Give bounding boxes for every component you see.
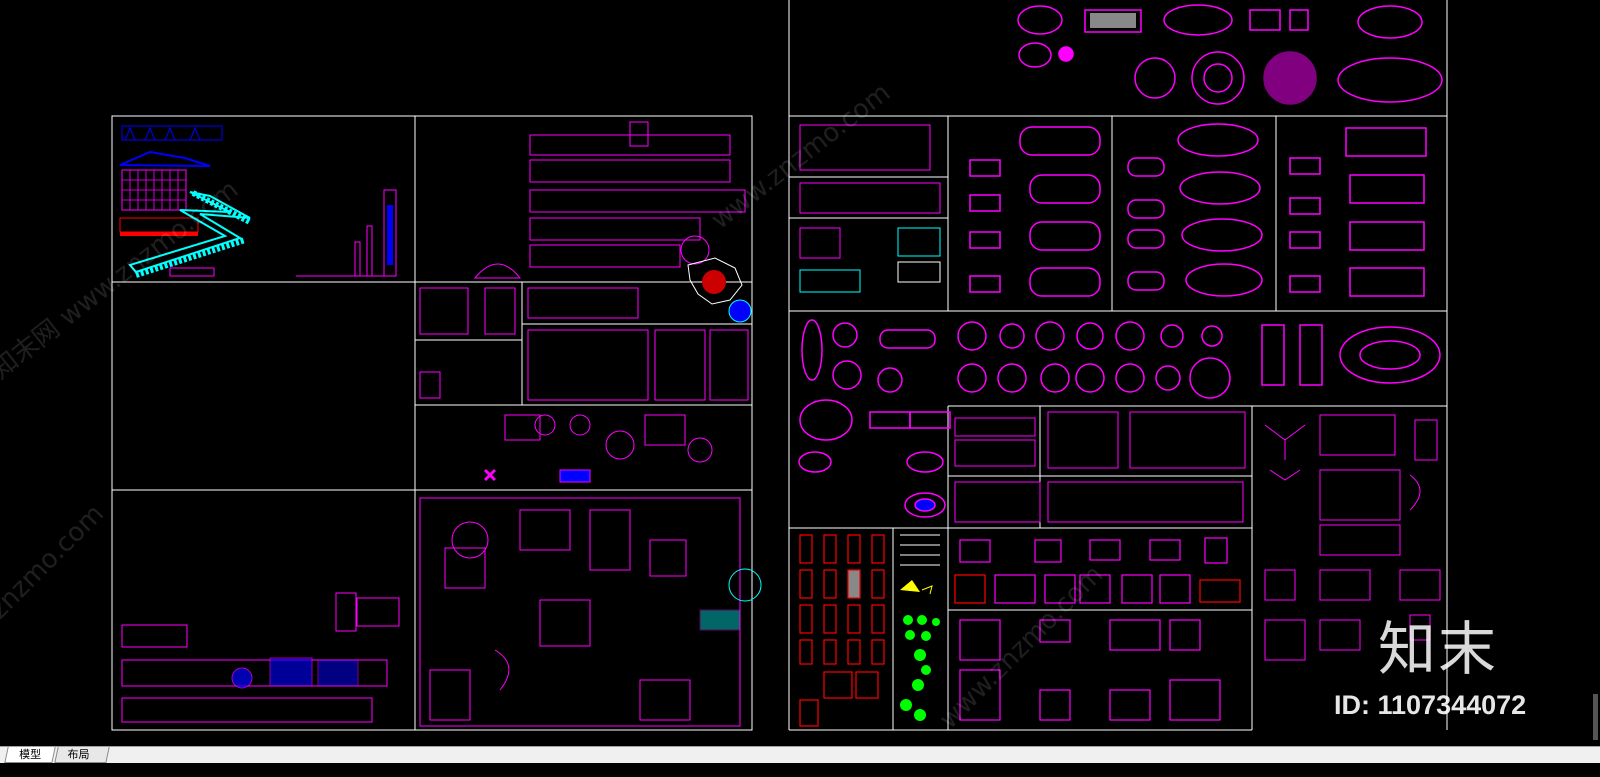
cad-model-space[interactable]: 知末网 www.znzmo.com znzmo.com www.znzmo.co… [0,0,1600,746]
tab-model-label: 模型 [19,748,42,761]
map-graphic [687,257,752,323]
door-blocks [799,534,885,727]
tab-model[interactable]: 模型 [4,747,56,763]
block-library-middle [419,287,749,483]
brand-text: 知末 [1378,615,1499,683]
dining-sets-top [1017,4,1443,105]
conference-tables [969,123,1427,297]
facade-details [119,125,397,278]
side-details [799,124,941,293]
left-sheet-frame [111,115,753,731]
block-library-top [473,121,746,279]
asset-id-label: ID: 1107344072 [1334,690,1527,720]
round-tables-band [798,319,1441,518]
block-library-lower-left [121,592,400,723]
vertical-scrollbar[interactable] [1593,694,1598,740]
brand-logo: 知末 [1378,616,1508,682]
right-sheet-frame [788,0,1448,731]
tab-layout1[interactable]: 布局1 [54,747,110,776]
tab-layout1-label: 布局1 [67,748,90,776]
lounge-chair-blocks [954,537,1241,721]
block-library-lower-right [419,497,762,727]
layout-tab-bar: 模型 布局1 [0,746,1600,776]
drawing-canvas: 知末网 www.znzmo.com znzmo.com www.znzmo.co… [0,0,1448,735]
plant-blocks [900,534,940,721]
office-desk-cells [954,411,1441,661]
